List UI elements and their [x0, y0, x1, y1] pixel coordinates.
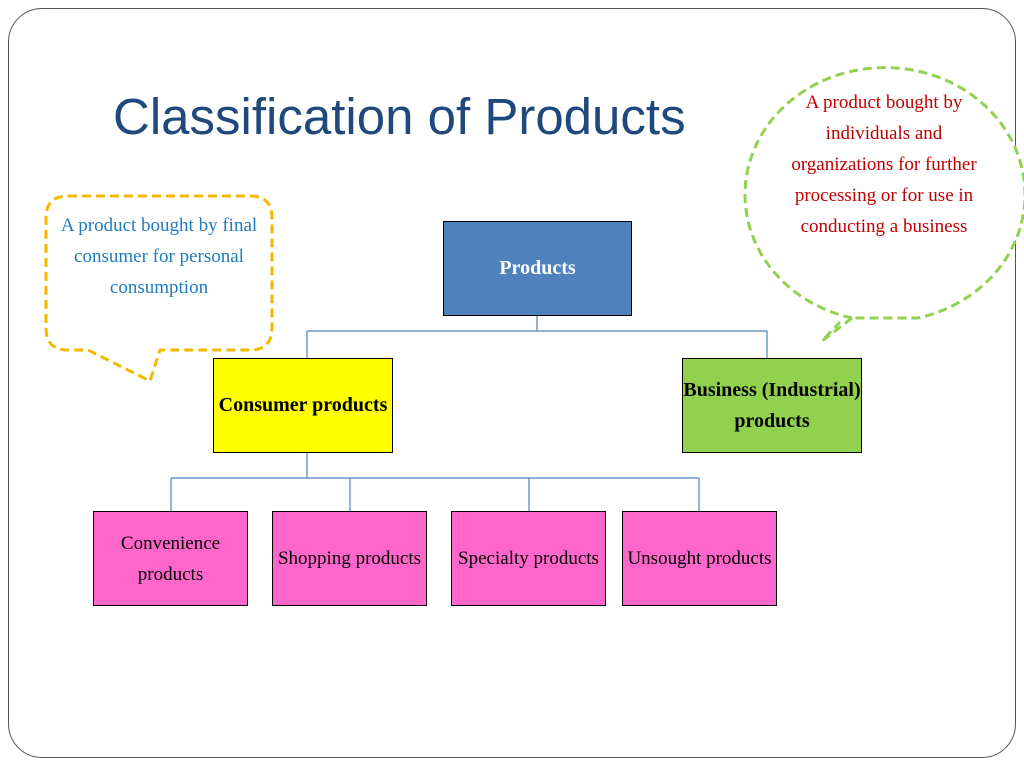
- business-callout-text: A product bought by individuals and orga…: [791, 92, 977, 237]
- consumer-callout-text: A product bought by final consumer for p…: [60, 215, 258, 298]
- products-node-label: Products: [499, 257, 576, 279]
- convenience-products-node: Convenience products: [93, 511, 248, 606]
- business-products-label: Business (Industrial) products: [683, 378, 861, 432]
- consumer-products-label: Consumer products: [218, 394, 388, 416]
- products-node: Products: [443, 221, 632, 316]
- specialty-products-node: Specialty products: [451, 511, 606, 606]
- unsought-products-node: Unsought products: [622, 511, 777, 606]
- convenience-products-label: Convenience products: [120, 532, 221, 585]
- shopping-products-label: Shopping products: [277, 548, 422, 569]
- consumer-products-node: Consumer products: [213, 358, 393, 453]
- specialty-products-label: Specialty products: [458, 548, 599, 569]
- shopping-products-node: Shopping products: [272, 511, 427, 606]
- business-products-node: Business (Industrial) products: [682, 358, 862, 453]
- unsought-products-label: Unsought products: [627, 548, 772, 569]
- slide-title: Classification of Products: [113, 88, 686, 145]
